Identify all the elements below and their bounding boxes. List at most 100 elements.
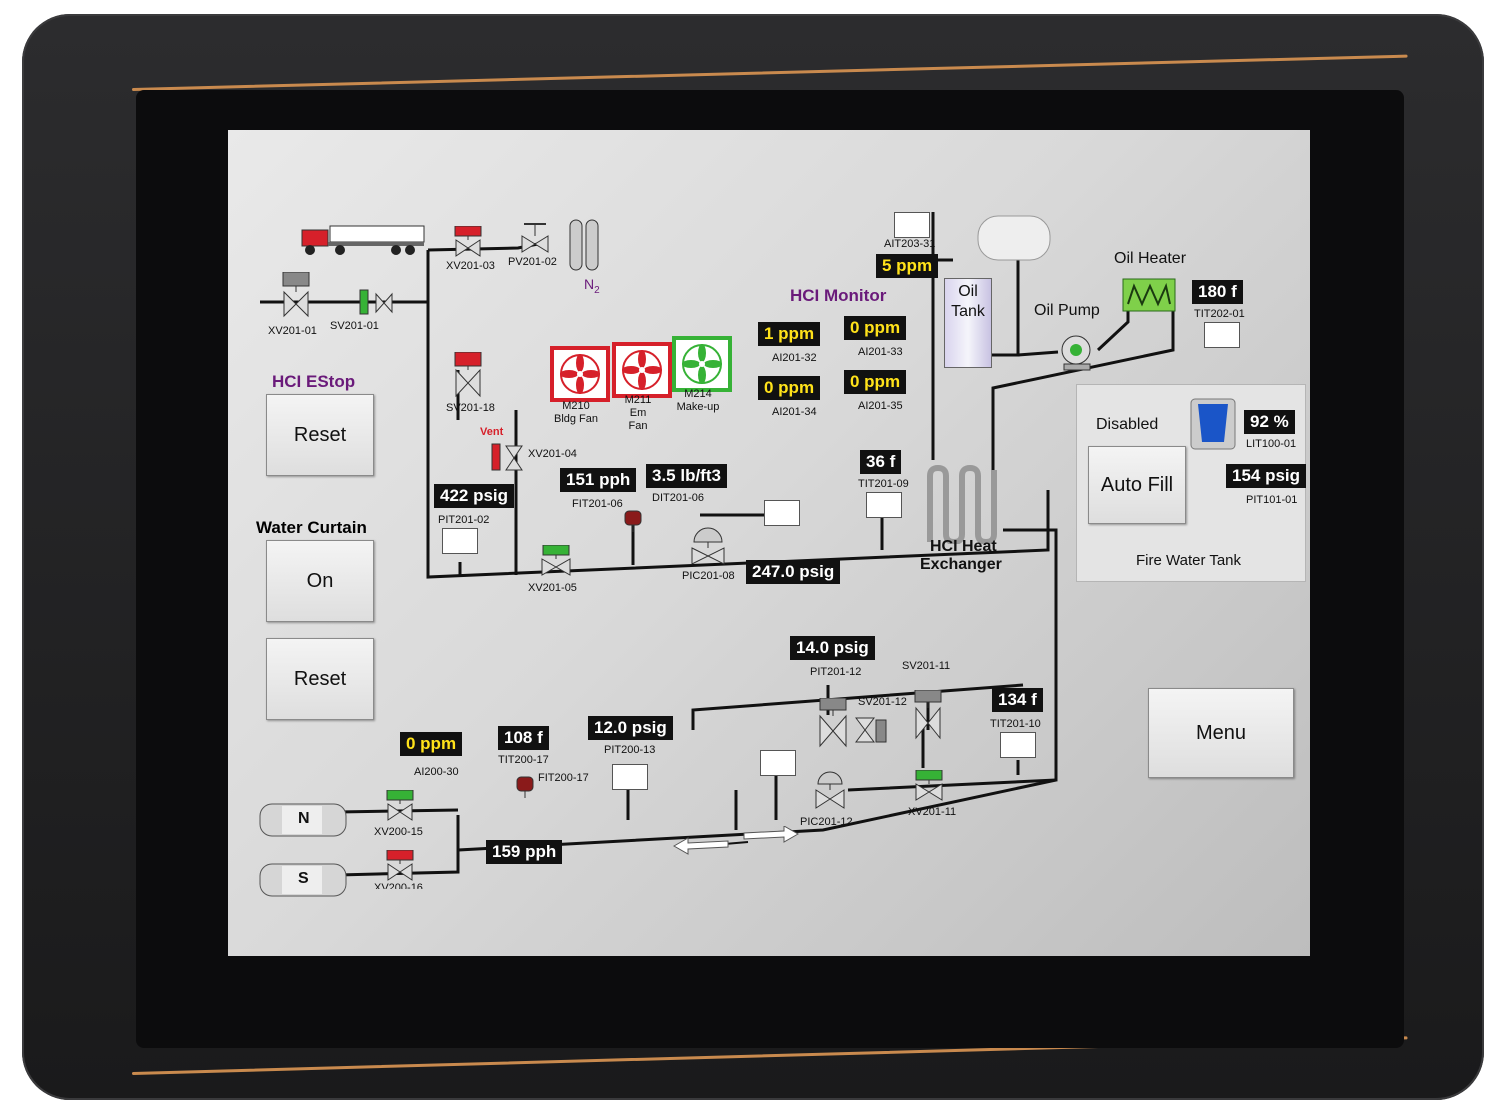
readout-pic201-08: 247.0 psig [746,560,841,584]
readout-pit101-01: 154 psig [1226,464,1307,488]
tag-ai200-30: AI200-30 [414,766,459,778]
tag-tit202-01: TIT202-01 [1194,308,1245,320]
hmi-screen: N2 XV201-01 SV201-01 XV201-03 PV201-02 S… [228,130,1310,956]
gauge-ait203-31 [894,212,930,238]
hci-estop-reset-button[interactable]: Reset [266,394,374,476]
water-curtain-reset-button[interactable]: Reset [266,638,374,720]
tag-pic201-08: PIC201-08 [682,570,735,582]
readout-dit201-06: 3.5 lb/ft3 [646,464,727,488]
fire-water-status: Disabled [1096,416,1159,433]
truck-icon [301,225,425,255]
readout-ait203-31: 5 ppm [876,254,939,278]
valve-xv201-11[interactable] [914,770,944,802]
valve-pic201-12[interactable] [812,770,848,810]
readout-tit201-09: 36 f [860,450,902,474]
valve-pic201-08[interactable] [688,526,728,566]
valve-xv201-04[interactable] [490,442,524,476]
heat-exchanger-label: HCI Heat Exchanger [920,538,1002,574]
valve-xv200-15[interactable] [386,790,414,822]
readout-fit200-17: 159 pph [486,840,563,864]
vent-label: Vent [480,426,504,438]
tag-fit200-17: FIT200-17 [538,772,589,784]
valve-pv201-02[interactable] [520,222,550,254]
water-curtain-on-button[interactable]: On [266,540,374,622]
fan-m210[interactable] [550,346,610,402]
tag-tit201-10: TIT201-10 [990,718,1041,730]
fan-m214-desc: Make-up [676,401,720,413]
readout-ai200-30: 0 ppm [400,732,463,756]
fan-m210-id: M210 [562,400,590,412]
readout-tit200-17: 108 f [498,726,549,750]
oil-tank [944,278,992,368]
readout-ai201-35: 0 ppm [844,370,907,394]
tag-tit200-17: TIT200-17 [498,754,549,766]
oil-tank-label: Oil Tank [946,282,990,322]
tag-sv201-18: SV201-18 [446,402,495,414]
gauge-pic201-12 [760,750,796,776]
tag-tit201-09: TIT201-09 [858,478,909,490]
gauge-tit201-10 [1000,732,1036,758]
tag-dit201-06: DIT201-06 [652,492,704,504]
tag-xv201-04: XV201-04 [528,448,577,460]
readout-ai201-33: 0 ppm [844,316,907,340]
valve-sv201-18[interactable] [454,352,482,398]
tank-n-label: N [298,810,310,827]
menu-button[interactable]: Menu [1148,688,1294,778]
tag-pit101-01: PIT101-01 [1246,494,1298,506]
fan-m214-icon [682,344,722,384]
tag-sv201-01: SV201-01 [330,320,379,332]
tag-xv200-16: XV200-16 [374,882,423,889]
hci-estop-title: HCI EStop [272,372,356,391]
heat-exchanger-label-line1: HCI Heat [930,538,997,555]
gauge-pit200-13 [612,764,648,790]
oil-heater[interactable] [1122,278,1176,312]
nitrogen-cylinder-icon [569,219,599,271]
heat-exchanger-label-line2: Exchanger [920,556,1002,573]
nitrogen-symbol: N [584,276,595,292]
tag-ai201-34: AI201-34 [772,406,817,418]
oil-pump-label: Oil Pump [1034,302,1100,319]
valve-sv201-12[interactable] [818,698,848,750]
readout-pit200-13: 12.0 psig [588,716,673,740]
nitrogen-subscript: 2 [594,284,600,296]
readout-fit201-06: 151 pph [560,468,637,492]
fan-m211[interactable] [612,342,672,398]
readout-tit202-01: 180 f [1192,280,1243,304]
readout-tit201-10: 134 f [992,688,1043,712]
nitrogen-label: N2 [584,276,600,296]
valve-xv201-03[interactable] [454,226,482,258]
readout-ai201-32: 1 ppm [758,322,821,346]
tag-pit201-12: PIT201-12 [810,666,862,678]
tag-xv201-01: XV201-01 [268,325,317,337]
tag-xv201-11: XV201-11 [908,806,957,818]
tag-xv200-15: XV200-15 [374,826,423,838]
tag-sv201-11: SV201-11 [902,660,951,672]
tag-sv201-12: SV201-12 [858,696,907,708]
tank-s[interactable] [258,862,348,898]
readout-lit100-01: 92 % [1244,410,1295,434]
tag-ai201-32: AI201-32 [772,352,817,364]
valve-xv201-05[interactable] [540,545,572,577]
heat-exchanger [927,464,997,544]
valve-xv200-16[interactable] [386,850,414,882]
fan-m214[interactable] [672,336,732,392]
tag-xv201-03: XV201-03 [446,260,495,272]
water-curtain-title: Water Curtain [256,518,367,537]
tank-n[interactable] [258,802,348,838]
valve-xv201-01[interactable] [282,272,310,324]
hci-monitor-title: HCI Monitor [790,286,887,305]
fan-m214-label: M214 Make-up [668,388,728,414]
tag-xv201-05: XV201-05 [528,582,577,594]
flow-direction-arrows-icon [672,826,800,855]
fan-m211-label: M211 Em Fan [612,394,664,433]
valve-sv201-11[interactable] [914,690,942,742]
oil-pump[interactable] [1058,330,1102,374]
valve-sv201-12-side[interactable] [854,714,888,748]
fan-m210-desc: Bldg Fan [553,413,599,425]
flow-meter-fit200-17-icon [516,776,534,798]
gauge-dit201-06 [764,500,800,526]
auto-fill-button[interactable]: Auto Fill [1088,446,1186,524]
oil-tank-label-line2: Tank [951,303,985,320]
valve-sv201-01[interactable] [356,288,396,318]
tag-fit201-06: FIT201-06 [572,498,623,510]
